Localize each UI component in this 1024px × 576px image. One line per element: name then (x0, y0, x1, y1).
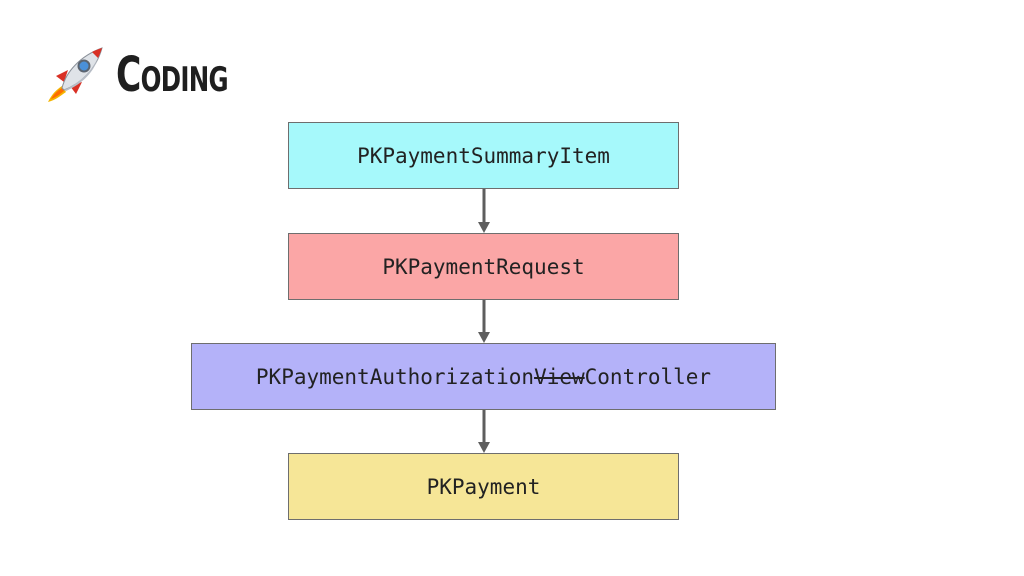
node-request-label: PKPaymentRequest (382, 254, 585, 279)
node-payment: PKPayment (288, 453, 679, 520)
node-authorization-label-suffix: Controller (584, 364, 712, 389)
rocket-icon (48, 47, 103, 102)
node-summary-item: PKPaymentSummaryItem (288, 122, 679, 189)
node-payment-label: PKPayment (426, 474, 541, 499)
node-request: PKPaymentRequest (288, 233, 679, 300)
node-authorization-label-struck: View (534, 364, 585, 389)
slide-header: Coding (42, 40, 271, 110)
slide-title: Coding (116, 47, 229, 103)
edge-summary-item-to-request (478, 189, 490, 233)
node-authorization-label: PKPaymentAuthorizationViewController (256, 365, 711, 389)
node-authorization-label-prefix: PKPaymentAuthorization (255, 364, 535, 389)
edge-request-to-authorization (478, 300, 490, 343)
edge-authorization-to-payment (478, 410, 490, 453)
node-authorization: PKPaymentAuthorizationViewController (191, 343, 776, 410)
node-summary-item-label: PKPaymentSummaryItem (357, 143, 610, 168)
